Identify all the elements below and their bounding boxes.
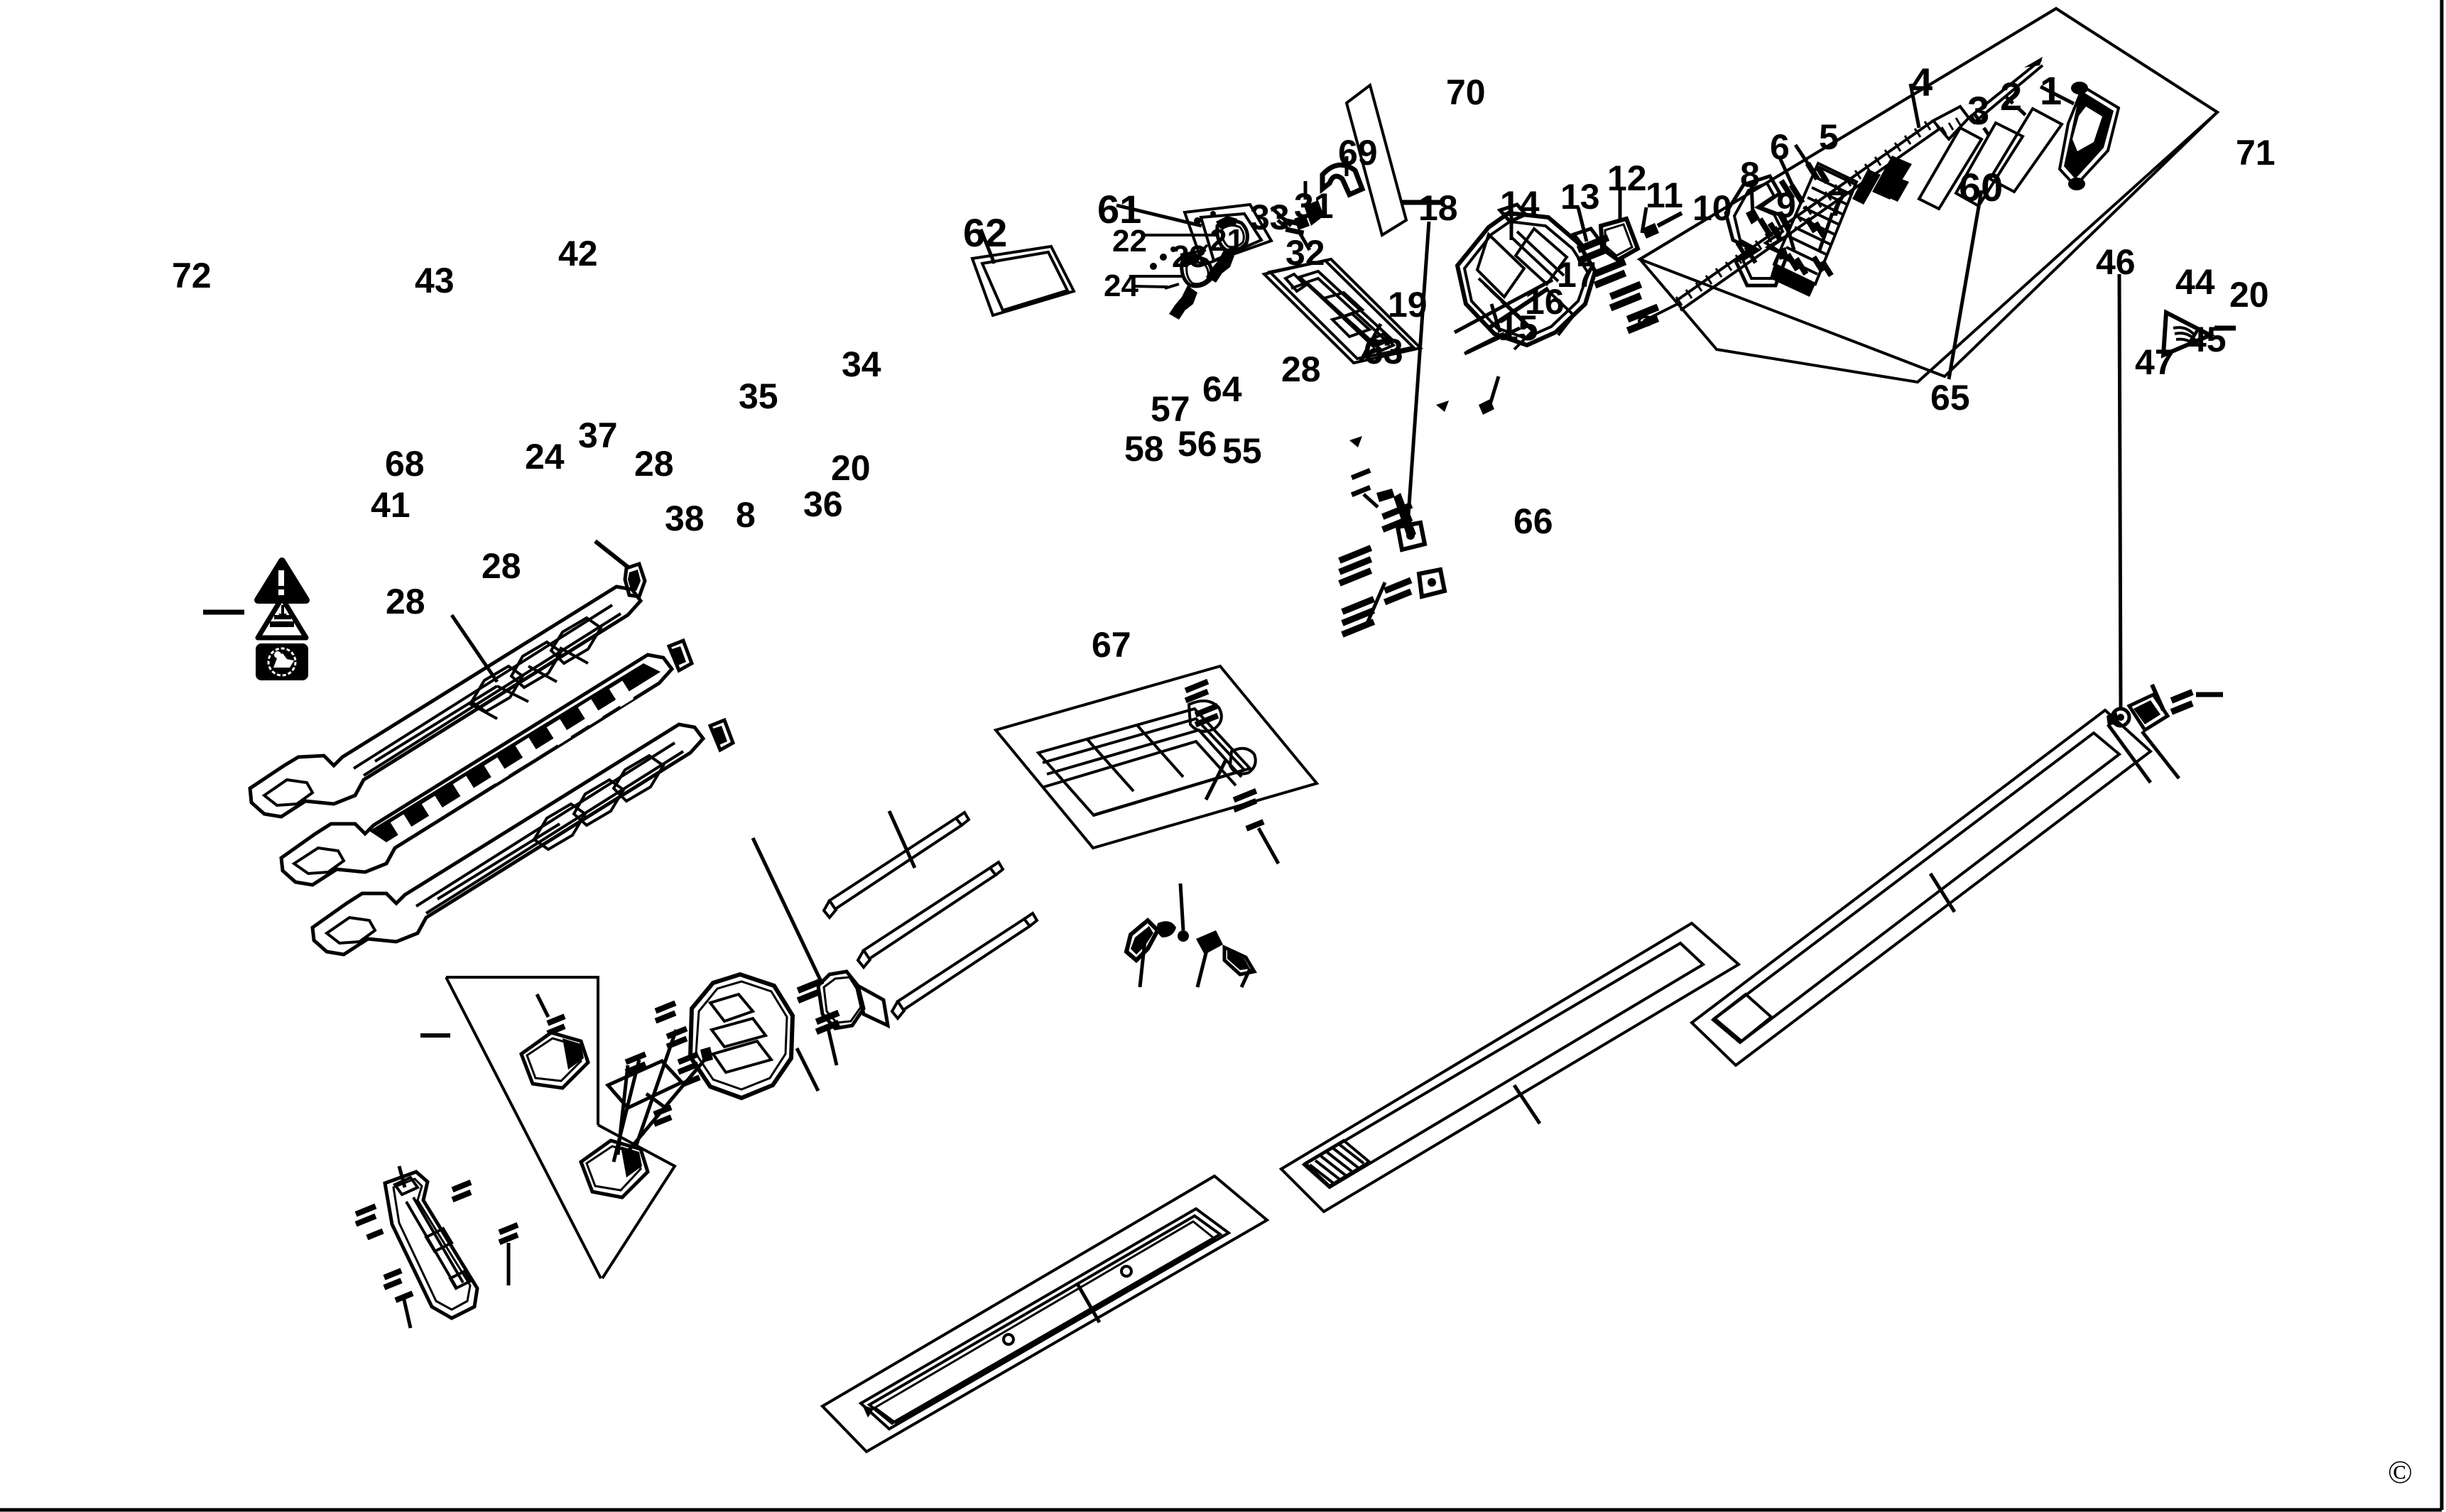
read-manual-badge-icon — [256, 643, 308, 680]
callout-28-mid: 28 — [634, 444, 674, 484]
part-69-clip — [1320, 156, 1366, 198]
callout-28: 28 — [1281, 349, 1321, 389]
part-43-handle-rails — [248, 584, 706, 957]
part-1-component — [2039, 82, 2121, 190]
parts-2-3-rods — [1852, 95, 2064, 211]
pinch-hazard-triangle-icon — [255, 595, 309, 641]
callout-70: 70 — [1446, 72, 1486, 112]
subassembly-box-60 — [1636, 6, 2220, 384]
callout-67: 67 — [1092, 625, 1131, 665]
callout-36: 36 — [803, 484, 843, 524]
subassembly-box-63 — [1261, 257, 1424, 365]
callout-38: 38 — [665, 499, 705, 538]
part-34-blades — [822, 810, 1039, 1021]
callout-66: 66 — [1513, 501, 1553, 541]
callout-9: 9 — [1776, 185, 1796, 225]
callout-14: 14 — [1500, 184, 1540, 224]
callout-22: 22 — [1112, 224, 1147, 259]
callout-57: 57 — [1151, 389, 1190, 429]
callout-45: 45 — [2187, 320, 2227, 359]
part-65-rail — [1689, 708, 2153, 1067]
subassembly-box-62 — [970, 229, 1214, 320]
part-66-rail — [1278, 921, 1741, 1214]
part-24-body — [1169, 251, 1214, 320]
callout-56: 56 — [1178, 424, 1217, 464]
callout-60: 60 — [1959, 165, 2004, 210]
callout-18: 18 — [1418, 188, 1458, 228]
callout-37: 37 — [578, 415, 618, 455]
callout-28-lowerB: 28 — [386, 582, 425, 621]
callout-62: 62 — [963, 210, 1008, 255]
callout-7: 7 — [1827, 184, 1847, 224]
callout-3: 3 — [1967, 88, 1990, 133]
callout-47: 47 — [2135, 342, 2175, 382]
callout-71: 71 — [2236, 133, 2276, 173]
subassembly-box-68 — [420, 976, 685, 1280]
part-35-36-hub — [687, 837, 891, 1101]
callout-11: 11 — [1646, 175, 1683, 215]
misc-fasteners — [653, 1104, 673, 1127]
callout-12: 12 — [1607, 158, 1647, 198]
callout-24: 24 — [1104, 268, 1138, 303]
callout-64: 64 — [1202, 369, 1242, 409]
callout-20: 20 — [2229, 275, 2269, 315]
callout-61: 61 — [1097, 187, 1142, 232]
part-42-pin — [594, 539, 736, 753]
callout-28-lowerA: 28 — [482, 546, 521, 586]
part-41-pack — [354, 1165, 519, 1329]
callout-6: 6 — [1770, 127, 1790, 167]
part-lower-block — [578, 1138, 650, 1200]
callout-24-box: 24 — [525, 437, 565, 477]
parts-55-58 — [1124, 883, 1257, 989]
parts-10-13 — [1576, 189, 1683, 335]
part-70-flat-bar — [1344, 82, 1442, 238]
callout-46: 46 — [2096, 242, 2136, 282]
callout-68: 68 — [385, 444, 425, 484]
callout-17: 17 — [1557, 255, 1597, 295]
callout-32: 32 — [1285, 233, 1325, 273]
callout-16: 16 — [1525, 282, 1565, 322]
callout-20-lower: 20 — [831, 448, 871, 488]
fastener-cluster-18-19 — [1338, 221, 1449, 638]
callout-35: 35 — [739, 376, 778, 416]
callout-33: 33 — [1250, 197, 1290, 237]
callout-44: 44 — [2175, 262, 2215, 302]
parts-15-16-17 — [1453, 278, 1554, 415]
callout-21: 21 — [1210, 223, 1244, 258]
callout-65: 65 — [1930, 378, 1970, 418]
part-67-rail — [820, 1174, 1270, 1454]
callout-5: 5 — [1819, 117, 1839, 157]
callout-8-lower: 8 — [736, 495, 756, 535]
callout-19: 19 — [1388, 285, 1428, 325]
part-21-body — [1215, 216, 1249, 253]
callout-63: 63 — [1364, 332, 1403, 371]
fastener-group-28-top — [1184, 678, 1281, 865]
callout-43: 43 — [415, 261, 455, 300]
part-71-warning-icon — [2160, 309, 2236, 359]
callout-2: 2 — [2000, 74, 2023, 119]
fastener-cluster-5-9 — [1735, 143, 1835, 278]
callout-4: 4 — [1910, 60, 1933, 104]
callout-23: 23 — [1172, 239, 1207, 274]
callout-69: 69 — [1338, 133, 1378, 173]
subassembly-box-64 — [993, 664, 1320, 850]
callout-31: 31 — [1294, 186, 1334, 226]
callout-72: 72 — [172, 256, 212, 295]
callout-34: 34 — [842, 344, 881, 384]
callout-41: 41 — [371, 485, 411, 525]
part-72-warning-labels — [203, 558, 310, 680]
callout-10: 10 — [1692, 188, 1732, 228]
parts-44-47 — [2106, 273, 2223, 784]
callout-55: 55 — [1222, 431, 1262, 471]
callout-42: 42 — [558, 234, 598, 273]
parts-31-32-33 — [1270, 181, 1324, 251]
callout-13: 13 — [1560, 177, 1600, 217]
callout-1: 1 — [2040, 68, 2062, 113]
copyright-mark: © — [2388, 1454, 2413, 1490]
callout-58: 58 — [1124, 429, 1164, 469]
callout-8: 8 — [1740, 155, 1760, 195]
callout-15: 15 — [1499, 308, 1538, 348]
